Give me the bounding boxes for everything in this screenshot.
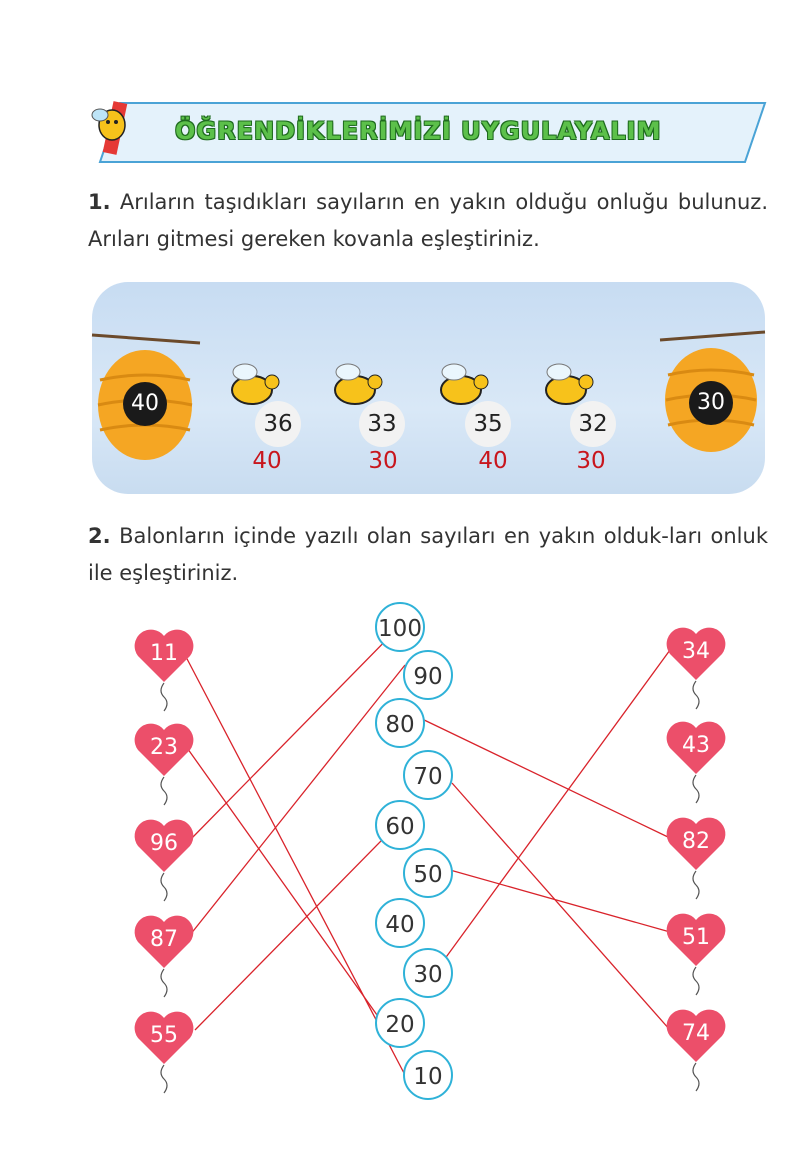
tens-circle: 80 xyxy=(375,698,425,748)
match-line xyxy=(419,717,671,839)
question-1: 1. Arıların taşıdıkları sayıların en yak… xyxy=(88,184,768,258)
left-heart-number: 11 xyxy=(150,641,178,666)
right-heart-number: 34 xyxy=(682,639,710,664)
bee-number: 32 xyxy=(570,401,616,447)
heart-icon xyxy=(134,1011,194,1064)
left-heart-number: 23 xyxy=(150,735,178,760)
question-2-number: 2. xyxy=(88,524,111,548)
heart-icon xyxy=(666,913,726,966)
tens-circle: 60 xyxy=(375,800,425,850)
heart-icon xyxy=(134,723,194,776)
heart-icon xyxy=(134,915,194,968)
match-line xyxy=(184,654,406,1076)
heart-icon xyxy=(134,819,194,872)
question-2-text: Balonların içinde yazılı olan sayıları e… xyxy=(88,524,768,585)
tens-circle: 70 xyxy=(403,750,453,800)
question-1-number: 1. xyxy=(88,190,111,214)
tens-circle: 50 xyxy=(403,848,453,898)
bee-icon xyxy=(334,363,383,405)
left-heart-number: 55 xyxy=(150,1023,178,1048)
bee-answer: 40 xyxy=(252,448,282,474)
tens-circle: 90 xyxy=(403,650,453,700)
bee-number: 35 xyxy=(465,401,511,447)
tens-circle: 30 xyxy=(403,948,453,998)
heart-icon xyxy=(134,629,194,682)
left-heart-number: 87 xyxy=(150,927,178,952)
right-heart-number: 51 xyxy=(682,925,710,950)
bee-answer: 30 xyxy=(576,448,606,474)
heart-icon xyxy=(666,1009,726,1062)
question-2: 2. Balonların içinde yazılı olan sayılar… xyxy=(88,518,768,592)
tens-circle: 100 xyxy=(375,602,425,652)
bee-icon xyxy=(231,363,280,405)
bee-scene xyxy=(92,282,765,494)
section-title: ÖĞRENDİKLERİMİZİ UYGULAYALIM xyxy=(175,117,662,145)
right-heart-number: 43 xyxy=(682,733,710,758)
match-line xyxy=(189,664,406,936)
left-heart-number: 96 xyxy=(150,831,178,856)
tens-circle: 10 xyxy=(403,1050,453,1100)
heart-icon xyxy=(666,721,726,774)
bee-number: 36 xyxy=(255,401,301,447)
question-1-text: Arıların taşıdıkları sayıların en yakın … xyxy=(88,190,768,251)
tens-circle: 20 xyxy=(375,998,425,1048)
balloon-strings xyxy=(160,680,700,1094)
bee-icon xyxy=(545,363,594,405)
bee-answer: 40 xyxy=(478,448,508,474)
matching-lines xyxy=(184,627,671,1076)
heart-icon xyxy=(666,817,726,870)
match-line xyxy=(443,649,671,961)
right-heart-number: 82 xyxy=(682,829,710,854)
match-line xyxy=(194,839,383,1031)
match-line xyxy=(449,869,671,933)
match-line xyxy=(451,782,671,1031)
hive-right-number: 30 xyxy=(689,381,733,425)
right-heart-number: 74 xyxy=(682,1021,710,1046)
bee-number: 33 xyxy=(359,401,405,447)
tens-circle: 40 xyxy=(375,898,425,948)
bee-answer: 30 xyxy=(368,448,398,474)
match-line xyxy=(189,627,399,841)
hive-left-number: 40 xyxy=(123,382,167,426)
match-line xyxy=(184,744,383,1023)
bee-mascot-icon xyxy=(91,101,128,155)
bee-icon xyxy=(440,363,489,405)
heart-icon xyxy=(666,627,726,680)
